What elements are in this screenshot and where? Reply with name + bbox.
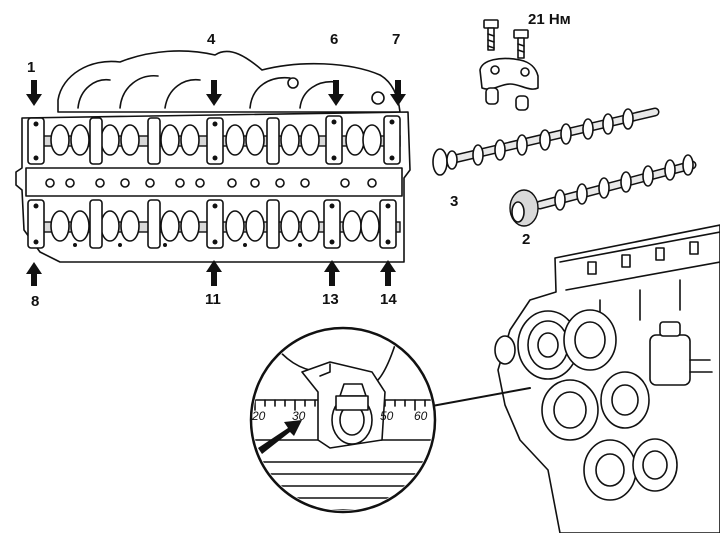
scale-mark-50: 50	[380, 409, 394, 423]
bearing-cap-bolts	[479, 19, 539, 111]
callout-7: 7	[392, 31, 400, 48]
callout-4: 4	[207, 31, 216, 48]
cylinder-head-body	[15, 111, 411, 263]
scale-mark-20: 20	[251, 409, 266, 423]
camshaft-2	[509, 154, 697, 227]
callout-arrows	[26, 80, 406, 286]
callout-6: 6	[330, 31, 338, 48]
upper-bearing-caps	[27, 115, 401, 165]
arrow-13	[324, 260, 340, 286]
callout-1: 1	[27, 59, 35, 76]
intake-manifold	[57, 50, 401, 113]
arrow-11	[206, 260, 222, 286]
arrow-6	[328, 80, 344, 106]
lower-bearing-caps	[27, 199, 397, 249]
callout-11: 11	[205, 291, 221, 308]
arrow-1	[26, 80, 42, 106]
camshaft-3	[432, 107, 660, 176]
callout-13: 13	[322, 291, 339, 308]
callout-3: 3	[450, 193, 458, 210]
arrow-8	[26, 262, 42, 286]
arrow-14	[380, 260, 396, 286]
magnified-detail	[249, 326, 437, 514]
engine-block	[494, 224, 720, 533]
callout-2: 2	[522, 231, 530, 248]
pointer-arrow	[258, 420, 302, 454]
engine-pulleys	[494, 309, 678, 501]
center-rail-holes	[45, 178, 377, 188]
torque-label: 21 Нм	[528, 11, 571, 28]
callout-14: 14	[380, 291, 397, 308]
callout-8: 8	[31, 293, 39, 310]
arrow-7	[390, 80, 406, 106]
scale-mark-30: 30	[292, 409, 306, 423]
arrow-4	[206, 80, 222, 106]
scale-mark-60: 60	[414, 409, 428, 423]
